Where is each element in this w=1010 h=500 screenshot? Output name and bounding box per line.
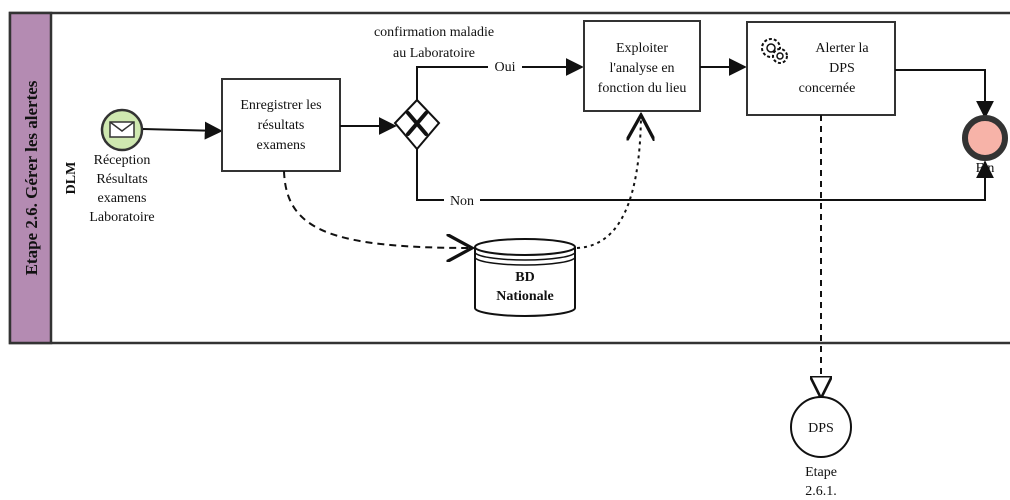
start-event[interactable]: Réception Résultats examens Laboratoire: [89, 108, 155, 225]
pool-title: Etape 2.6. Gérer les alertes: [22, 80, 41, 275]
datastore-bd-nationale[interactable]: BD Nationale: [474, 238, 576, 317]
task-alerter-line-1: Alerter la: [815, 41, 869, 56]
lane-label: DLM: [64, 162, 79, 195]
task-enregistrer-line-2: résultats: [258, 118, 305, 133]
gateway-question-line-1: confirmation maladie: [374, 25, 494, 40]
gear-icon: [761, 38, 788, 64]
datastore-top: [474, 238, 576, 256]
datastore-rings: [474, 251, 576, 266]
envelope-icon: [109, 121, 135, 138]
task-exploiter-box[interactable]: [583, 20, 701, 112]
flow-gateway-oui: [416, 58, 584, 100]
start-label-line-4: Laboratoire: [89, 210, 154, 225]
start-label-line-2: Résultats: [96, 172, 147, 187]
data-assoc-bd-to-exploiter: [576, 115, 641, 249]
task-exploiter-line-2: l'analyse en: [609, 61, 674, 76]
task-alerter-box[interactable]: [746, 21, 896, 116]
pool-title-band: [8, 11, 53, 345]
task-alerter[interactable]: Alerter la DPS concernée: [746, 21, 896, 116]
gateway-question-line-2: au Laboratoire: [393, 46, 475, 61]
end-event-label: Fin: [976, 161, 995, 176]
task-alerter-line-3: concernée: [799, 81, 856, 96]
flow-label-oui: Oui: [495, 60, 516, 75]
start-label-line-3: examens: [98, 191, 147, 206]
datastore-line-2: Nationale: [496, 289, 554, 304]
end-event[interactable]: Fin: [962, 115, 1008, 176]
dps-label: DPS: [808, 421, 834, 436]
x-icon: [406, 111, 428, 136]
task-exploiter[interactable]: Exploiter l'analyse en fonction du lieu: [583, 20, 701, 112]
start-label-line-1: Réception: [94, 153, 151, 168]
flow-label-non: Non: [450, 194, 474, 209]
dps-caption-line-2: 2.6.1.: [805, 484, 837, 499]
end-event-circle[interactable]: [962, 115, 1008, 161]
non-label-bg: [444, 190, 480, 208]
flow-start-to-enregistrer: [142, 121, 223, 140]
task-enregistrer-line-1: Enregistrer les: [240, 98, 321, 113]
offpage-dps[interactable]: DPS Etape 2.6.1.: [790, 396, 852, 499]
task-exploiter-line-1: Exploiter: [616, 41, 668, 56]
task-exploiter-line-3: fonction du lieu: [598, 81, 687, 96]
data-assoc-enregistrer-to-bd: [283, 170, 472, 248]
task-enregistrer-line-3: examens: [257, 138, 306, 153]
dps-circle[interactable]: [790, 396, 852, 458]
task-enregistrer-box[interactable]: [221, 78, 341, 172]
flow-alerter-to-fin: [895, 69, 994, 119]
flow-gateway-non: [416, 149, 994, 201]
datastore-line-1: BD: [515, 270, 534, 285]
task-alerter-line-2: DPS: [829, 61, 855, 76]
dps-caption-line-1: Etape: [805, 465, 837, 480]
oui-label-bg: [488, 57, 522, 75]
task-enregistrer[interactable]: Enregistrer les résultats examens: [221, 78, 341, 172]
